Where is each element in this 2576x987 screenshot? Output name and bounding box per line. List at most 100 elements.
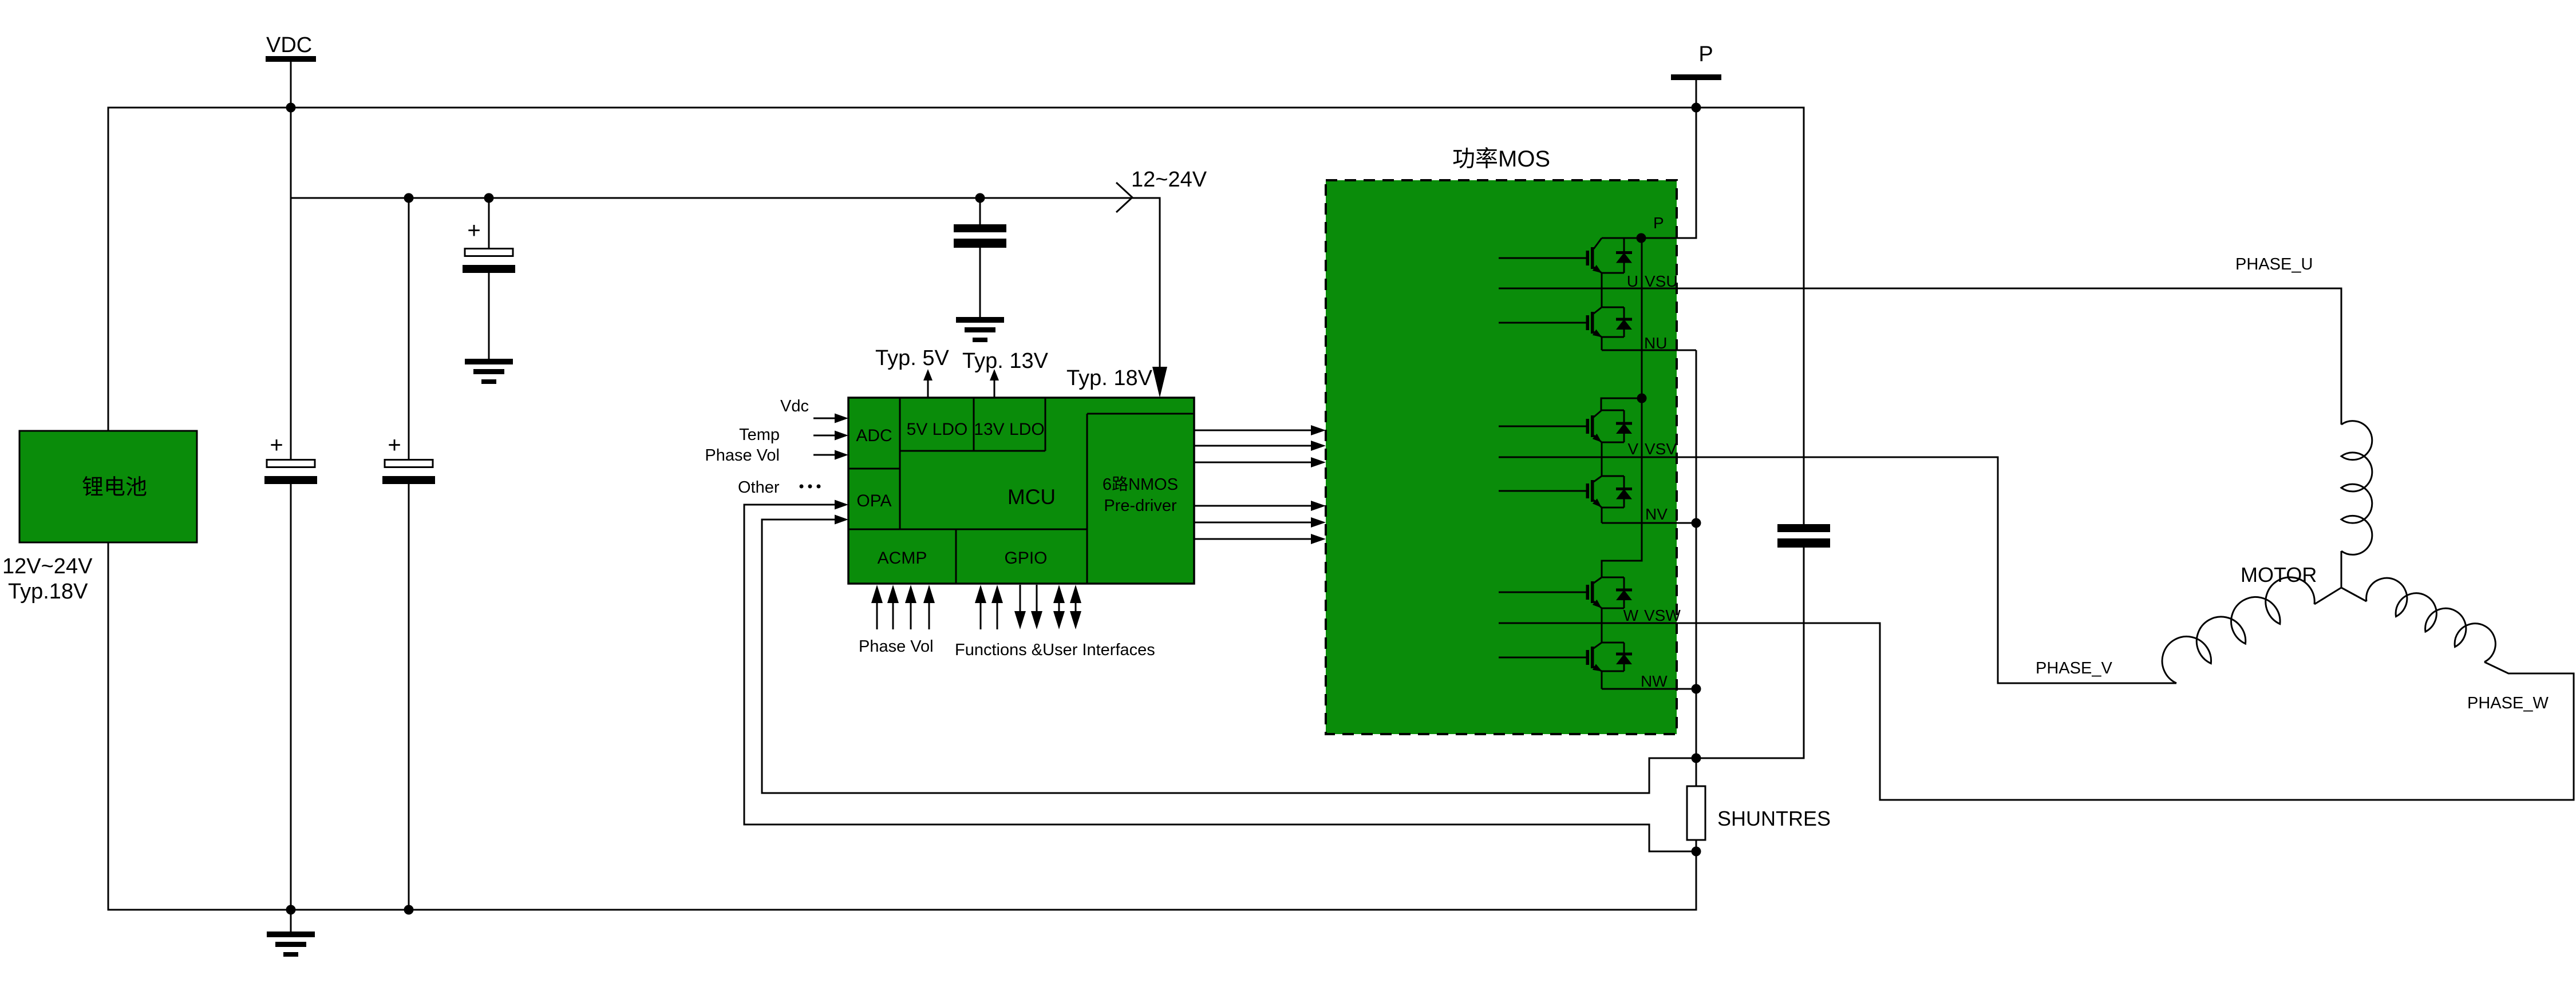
- mosfet-w-high-body-diode-triangle: [1616, 590, 1632, 600]
- mosfet-w-high-channel-bar: [1591, 581, 1594, 603]
- label-shuntres-text: SHUNTRES: [1717, 807, 1831, 830]
- label-typ-5v-text: Typ. 5V: [875, 346, 949, 370]
- wire-v-top-bus: [1600, 397, 1642, 410]
- filter-cap-3: [463, 248, 515, 273]
- label-vsw-node: VSW: [1644, 607, 1681, 624]
- label-input-other-text: Other: [738, 478, 780, 497]
- acmp-arrow-4: [923, 585, 935, 603]
- label-nmos-predriver-line1-text: 6: [1103, 475, 1112, 494]
- label-battery-voltage: 12V~24V: [2, 554, 93, 578]
- gpio-bidir-up-arrow-2: [1070, 585, 1081, 603]
- label-gpio: GPIO: [1004, 549, 1047, 568]
- label-phase-u-text: PHASE_U: [2235, 255, 2313, 273]
- label-nw-node: NW: [1641, 672, 1668, 690]
- mcu-cap-plate: [954, 224, 1006, 232]
- motor-winding-u: [2340, 420, 2373, 556]
- gpio-out-arrow-2: [1031, 611, 1042, 629]
- label-phase-v-text: PHASE_V: [2036, 659, 2112, 677]
- label-nu-node: NU: [1644, 334, 1667, 352]
- label-adc-text: ADC: [856, 426, 892, 445]
- predriver-arrow-1: [1311, 425, 1326, 435]
- label-typ-5v: Typ. 5V: [875, 346, 949, 370]
- dclink-cap-plate: [1777, 524, 1830, 532]
- label-input-other: Other: [738, 478, 780, 497]
- label-nmos-predriver-line1-cjk: [1112, 475, 1128, 491]
- label-acmp-text: ACMP: [878, 549, 927, 568]
- junction-dot-2: [404, 193, 414, 203]
- mosfet-u-high: [1586, 237, 1632, 274]
- label-phase-vol-bottom-text: Phase Vol: [859, 637, 934, 656]
- mosfet-w-low-gate-bar: [1586, 650, 1589, 665]
- label-typ-13v-text: Typ. 13V: [962, 349, 1049, 373]
- label-power-mos-cjk: [1476, 147, 1497, 169]
- junction-dot-9: [1691, 753, 1701, 763]
- label-phase-vol-bottom: Phase Vol: [859, 637, 934, 656]
- label-battery: [82, 476, 147, 496]
- label-input-vdc: Vdc: [780, 397, 809, 415]
- temp-input-arrow: [835, 430, 848, 441]
- label-battery-cjk: [106, 476, 125, 496]
- label-ldo-5v: 5V LDO: [907, 420, 968, 439]
- gpio-out-arrow-1: [1014, 611, 1026, 629]
- label-typ-13v: Typ. 13V: [962, 349, 1049, 373]
- predriver-arrow-4: [1311, 501, 1326, 511]
- wire-phase-u-wire: [1499, 287, 2342, 425]
- label-shuntres: SHUNTRES: [1717, 807, 1831, 830]
- label-ldo-5v-text: 5V LDO: [907, 420, 968, 439]
- other-inputs-ellipsis-0: [799, 484, 804, 489]
- label-v-node: V: [1627, 440, 1638, 458]
- label-cap1-plus: +: [270, 433, 283, 458]
- label-cap2-plus: +: [388, 433, 401, 458]
- label-input-temp-text: Temp: [739, 426, 780, 444]
- mosfet-u-high-channel-bar: [1591, 247, 1594, 269]
- label-nmos-predriver-line2: Pre-driver: [1104, 497, 1177, 515]
- label-battery-typ-text: Typ.18V: [8, 580, 88, 604]
- junction-dot-3: [484, 193, 494, 203]
- predriver-arrow-5: [1311, 517, 1326, 528]
- label-input-phase-vol-text: Phase Vol: [705, 446, 780, 465]
- wire-phase-w-wire: [1499, 622, 2575, 801]
- label-w-node-text: W: [1623, 607, 1639, 624]
- mosfet-v-high-body-diode-triangle: [1616, 423, 1632, 434]
- label-adc: ADC: [856, 426, 892, 445]
- mosfet-w-low-drain-lead: [1593, 641, 1602, 649]
- label-motor: MOTOR: [2241, 563, 2317, 586]
- gpio-bidir-down-arrow-1: [1053, 611, 1065, 629]
- label-power-mos: MOS: [1453, 146, 1550, 172]
- mosfet-v-low-source-arrow: [1592, 498, 1602, 508]
- dclink-cap-plate: [1777, 538, 1830, 548]
- label-vsu-node: VSU: [1645, 272, 1678, 290]
- mosfet-w-low-body-diode-triangle: [1616, 654, 1632, 664]
- label-functions-user-interfaces-text: Functions &User Interfaces: [955, 641, 1155, 659]
- label-supply-12-24v-text: 12~24V: [1131, 168, 1207, 192]
- mcu-cap: [954, 224, 1006, 248]
- flow-arrow-12-24v: [1115, 181, 1134, 213]
- mosfet-w-low-source-arrow: [1592, 664, 1602, 672]
- label-input-phase-vol: Phase Vol: [705, 446, 780, 465]
- label-power-mos-text: MOS: [1498, 146, 1550, 172]
- junction-dot-0: [286, 102, 296, 113]
- wire-cap5-bottom-link: [1696, 548, 1805, 759]
- bulk-cap-2: [382, 459, 435, 484]
- typ5v-arrow: [923, 369, 933, 380]
- mosfet-v-low-body-diode-triangle: [1616, 489, 1632, 500]
- gpio-in-arrow-1: [975, 585, 986, 603]
- mosfet-u-low-source-arrow: [1592, 329, 1602, 338]
- mosfet-v-low: [1586, 475, 1632, 509]
- label-battery-voltage-text: 12V~24V: [2, 554, 93, 578]
- filter-cap-3-plate: [463, 265, 515, 273]
- label-battery-typ: Typ.18V: [8, 580, 88, 604]
- typ18v-arrow: [1152, 367, 1167, 398]
- ground-cap4: [956, 317, 1004, 342]
- predriver-arrow-6: [1311, 534, 1326, 544]
- other-inputs-ellipsis-1: [808, 484, 812, 489]
- acmp-arrow-3: [905, 585, 916, 603]
- mosfet-w-low-channel-bar: [1591, 647, 1594, 668]
- label-mcu-text: MCU: [1008, 485, 1056, 509]
- label-functions-user-interfaces: Functions &User Interfaces: [955, 641, 1155, 659]
- label-gpio-text: GPIO: [1004, 549, 1047, 568]
- label-vsv-node-text: VSV: [1645, 440, 1677, 458]
- acmp-arrow-1: [871, 585, 883, 603]
- label-p-node-text: P: [1653, 214, 1664, 232]
